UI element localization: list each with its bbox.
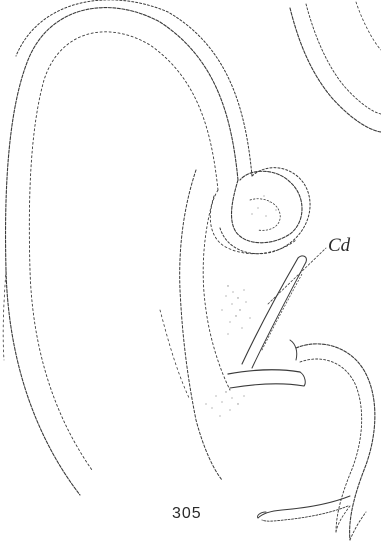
- inner-body: [160, 170, 230, 480]
- upper-right-tube-fragment: [290, 2, 381, 132]
- stipple-shading: [205, 195, 276, 416]
- lower-band: [228, 370, 305, 388]
- cd-leader-line: [268, 248, 326, 304]
- outer-arch-tube: [3, 0, 252, 495]
- figure-number: 305: [172, 506, 202, 522]
- coiled-knot: [210, 168, 310, 254]
- cd-annotation-label: Cd: [328, 236, 350, 255]
- right-lower-arm: [290, 340, 375, 540]
